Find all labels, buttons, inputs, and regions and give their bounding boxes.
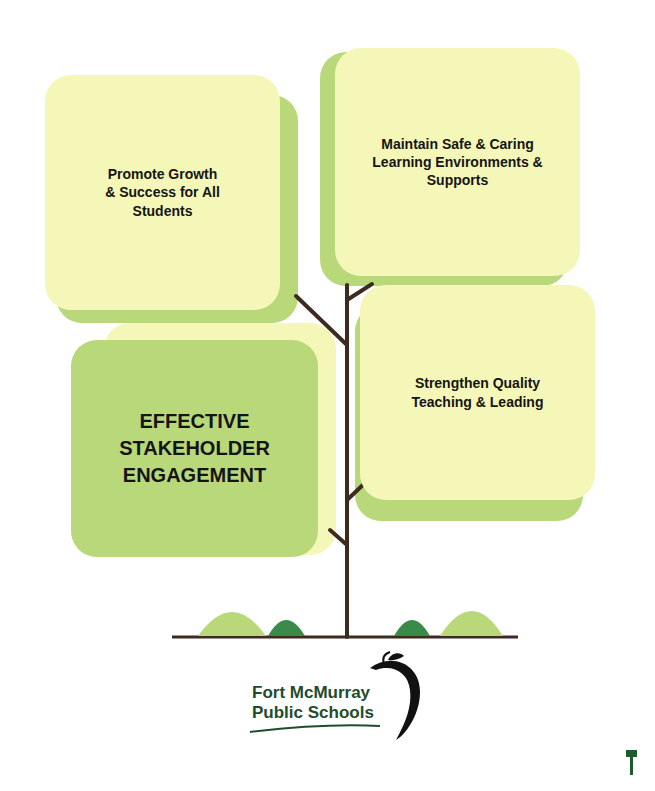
leaf	[440, 611, 503, 636]
goal-text: Promote Growth & Success for All Student…	[104, 165, 222, 220]
goal-box: EFFECTIVE STAKEHOLDER ENGAGEMENT	[71, 340, 318, 557]
goal-text: EFFECTIVE STAKEHOLDER ENGAGEMENT	[110, 408, 280, 489]
goal-text: Strengthen Quality Teaching & Leading	[403, 374, 553, 410]
logo-text: Fort McMurray Public Schools	[252, 683, 402, 722]
goal-text: Maintain Safe & Caring Learning Environm…	[372, 135, 544, 190]
goal-box: Maintain Safe & Caring Learning Environm…	[335, 48, 580, 276]
goal-box: Strengthen Quality Teaching & Leading	[360, 285, 595, 500]
logo-apple	[250, 652, 420, 740]
leaf	[394, 620, 430, 636]
leaf	[268, 620, 305, 636]
goal-box: Promote Growth & Success for All Student…	[45, 75, 280, 310]
corner-marker	[626, 750, 637, 775]
leaf	[198, 612, 266, 636]
